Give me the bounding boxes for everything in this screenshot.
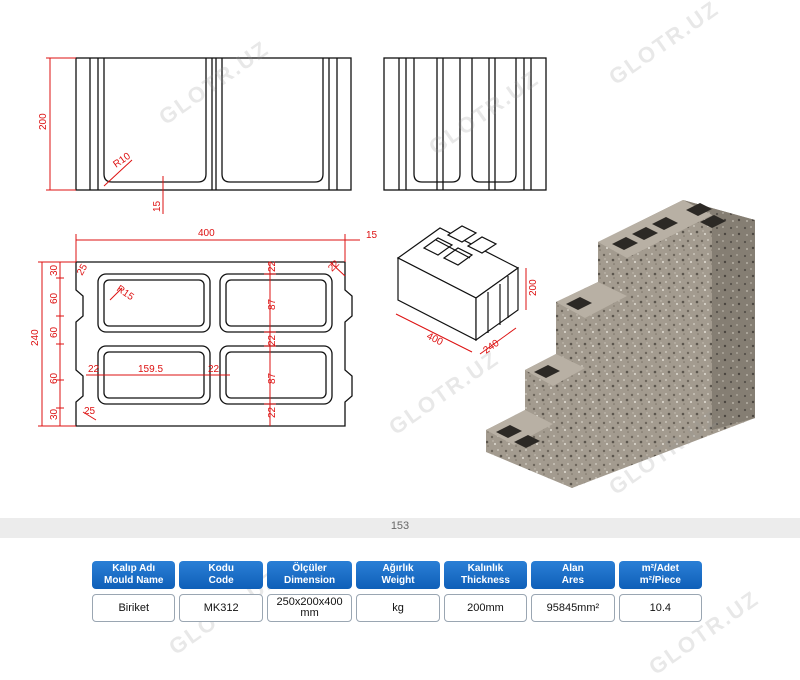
dim-22d-label: 22 (267, 406, 278, 418)
value-mould-name: Biriket (92, 594, 176, 622)
dim-87b-label: 87 (267, 372, 278, 384)
dim-r15-label: R15 (114, 283, 136, 303)
side-elevation-view (383, 57, 547, 191)
dim-15-top-label: 15 (366, 230, 378, 241)
isometric-block-drawing (396, 225, 520, 342)
front-elevation-view (75, 57, 352, 191)
dim-22f-label: 22 (208, 364, 220, 375)
stepped-wall-render (486, 200, 755, 488)
page-number: 153 (390, 520, 410, 532)
front-elevation-dimensions (46, 57, 164, 214)
dim-iso-400-label: 400 (425, 331, 445, 349)
page-footer-strip (0, 518, 800, 538)
dim-25a-label: 25 (75, 262, 90, 278)
plan-view-dimensions (38, 234, 360, 427)
dim-22c-label: 22 (267, 334, 278, 346)
dim-400-label: 400 (198, 228, 215, 239)
dim-87a-label: 87 (267, 298, 278, 310)
dim-240-label: 240 (30, 329, 41, 346)
dim-200-label: 200 (38, 113, 49, 130)
dim-60b-label: 60 (49, 326, 60, 338)
spec-table-value-row: Biriket MK312 250x200x400 mm kg 200mm 95… (92, 594, 703, 622)
dim-30a-label: 30 (49, 264, 60, 276)
value-thickness: 200mm (443, 594, 528, 622)
dim-15-label: 15 (152, 200, 163, 212)
isometric-dimensions (395, 268, 527, 355)
dim-60c-label: 60 (49, 372, 60, 384)
dim-30b-label: 30 (49, 408, 60, 420)
dim-iso-200-label: 200 (528, 279, 539, 296)
value-dimension: 250x200x400 mm (266, 594, 353, 622)
value-area: 95845mm² (531, 594, 615, 622)
dim-22a-label: 22 (267, 260, 278, 272)
block-technical-drawing: 200 R10 15 400 15 240 30 60 60 60 30 25 … (30, 57, 755, 488)
dim-159-label: 159.5 (138, 364, 163, 375)
dim-22e-label: 22 (88, 364, 100, 375)
value-code: MK312 (179, 594, 263, 622)
dim-r10-label: R10 (111, 151, 133, 171)
value-weight: kg (356, 594, 440, 622)
value-per-piece: 10.4 (618, 594, 703, 622)
dim-60a-label: 60 (49, 292, 60, 304)
dim-25b-label: 25 (84, 406, 96, 417)
